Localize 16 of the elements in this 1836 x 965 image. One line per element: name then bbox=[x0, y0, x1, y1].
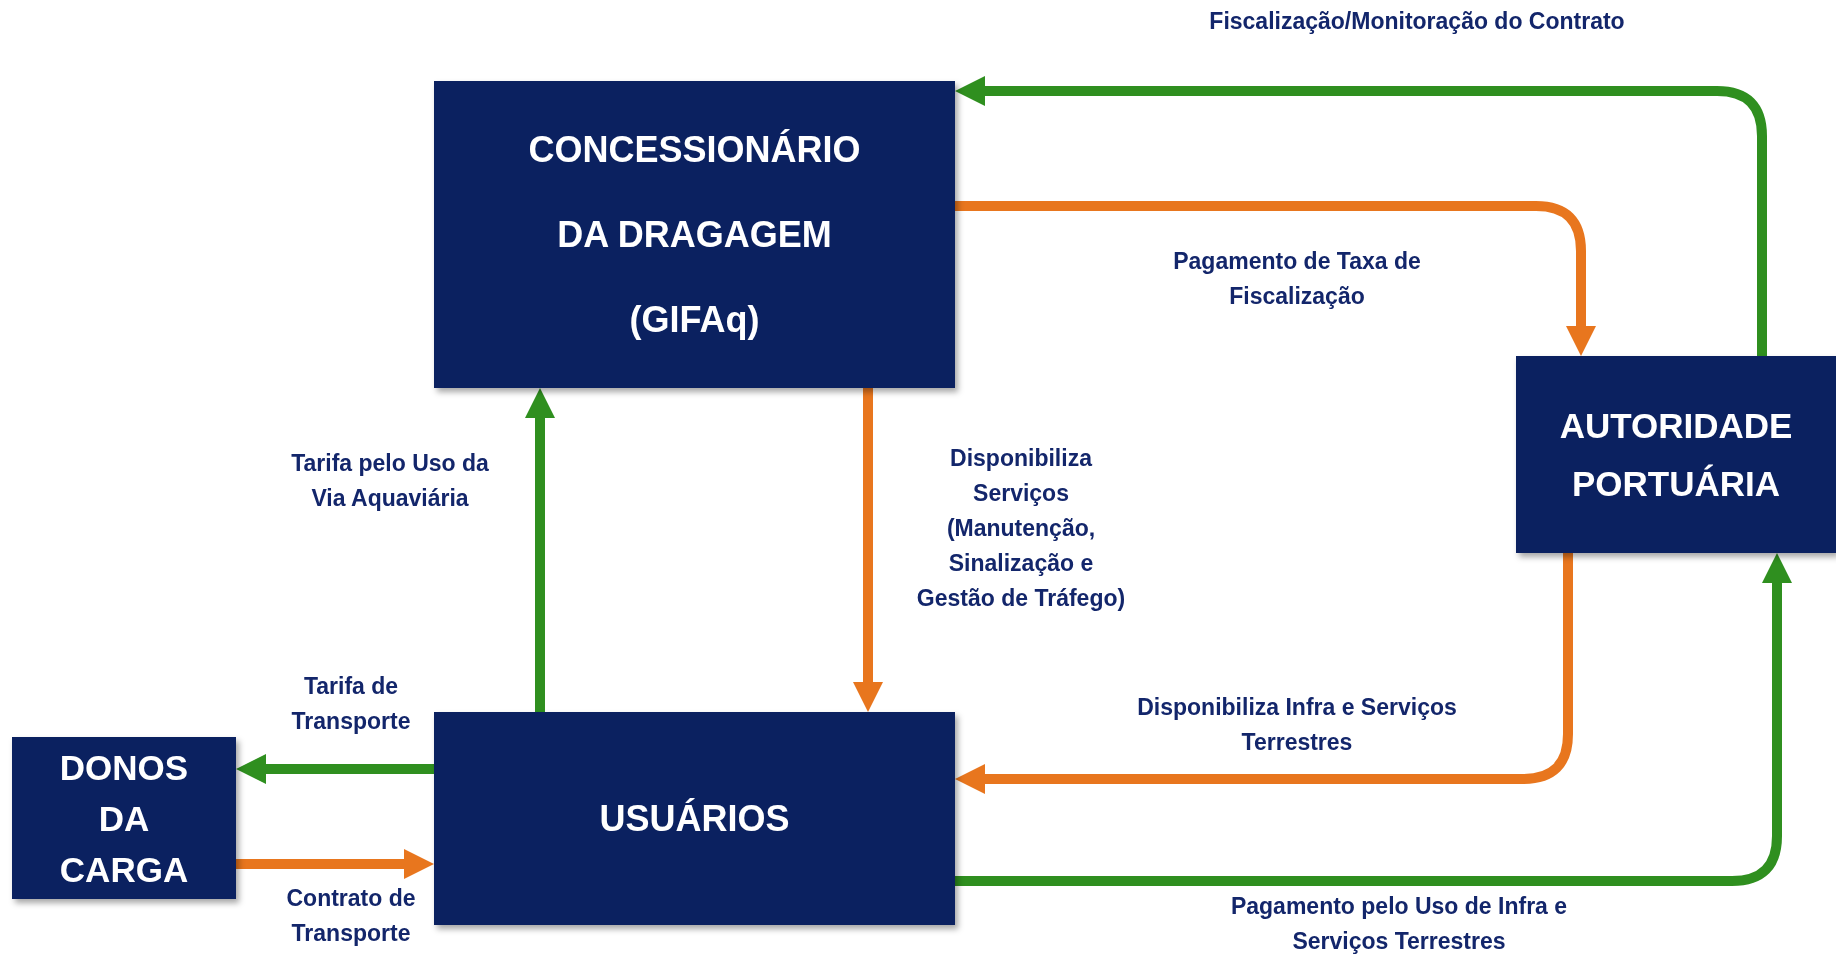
arrow bbox=[236, 849, 434, 879]
arrow bbox=[525, 388, 555, 712]
arrow bbox=[955, 553, 1573, 794]
arrow bbox=[955, 76, 1767, 356]
arrow bbox=[955, 553, 1792, 886]
arrow bbox=[853, 388, 883, 712]
entity-box bbox=[12, 737, 236, 899]
entity-box bbox=[434, 81, 955, 388]
box-title: AUTORIDADE PORTUÁRIA bbox=[1558, 404, 1794, 505]
box-title: DONOS DA CARGA bbox=[58, 746, 190, 891]
box-title: USUÁRIOS bbox=[599, 796, 790, 841]
arrow bbox=[236, 754, 434, 784]
box-title: CONCESSIONÁRIO DA DRAGAGEM (GIFAq) bbox=[527, 128, 862, 342]
entity-box bbox=[434, 712, 955, 925]
arrow bbox=[955, 201, 1596, 356]
entity-box bbox=[1516, 356, 1836, 553]
